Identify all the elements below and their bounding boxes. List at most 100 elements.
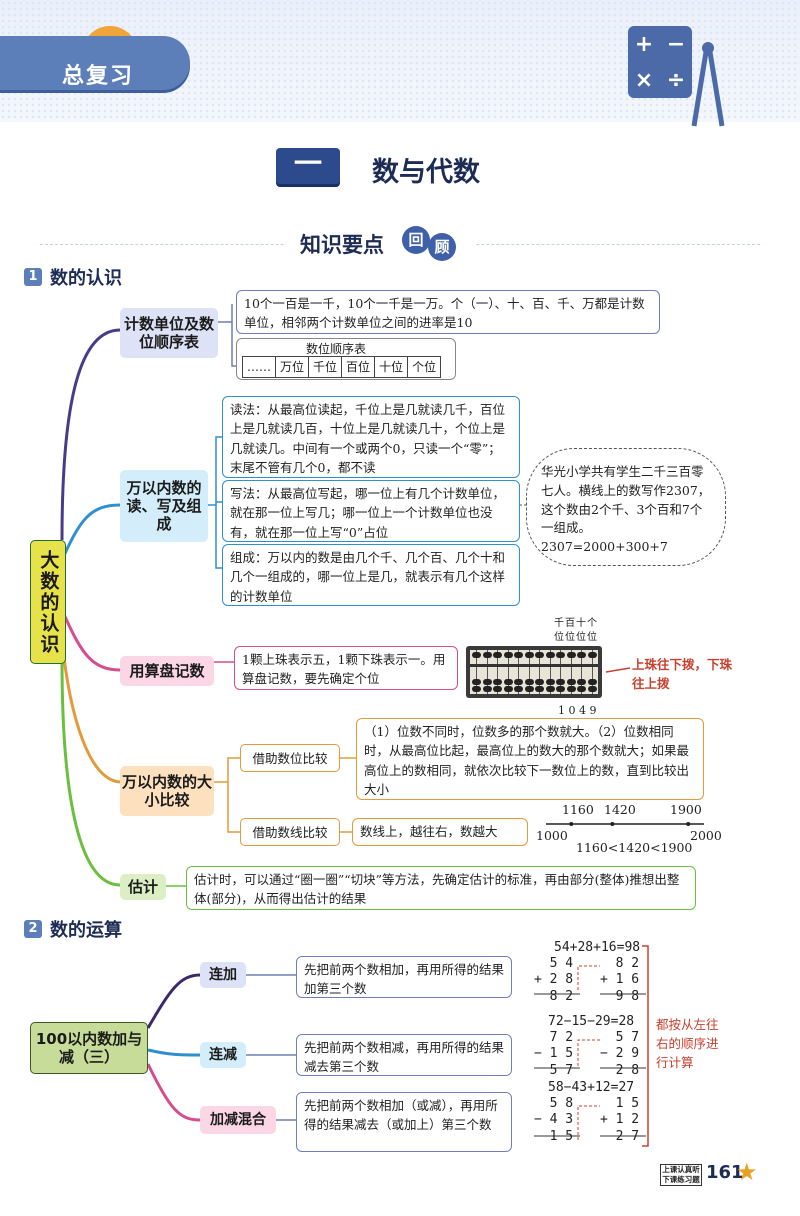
abacus-bead (545, 686, 555, 692)
section-badge-2: 2 (24, 920, 42, 938)
abacus-bead (588, 686, 597, 692)
abacus-rod (518, 650, 520, 694)
abacus-bead (535, 686, 545, 692)
sub-vertical-1: 7 2 − 1 5 5 7 (534, 1030, 574, 1078)
abacus-place-labels-2: 位位位位 (554, 632, 598, 643)
mix-vertical-1: 5 8 − 4 3 1 5 (534, 1096, 574, 1144)
place-value-table: …… 万位 千位 百位 十位 个位 (242, 356, 442, 378)
abacus-bead (566, 679, 576, 685)
footer-motto-line1: 上课认真听 (662, 1165, 700, 1174)
footer-motto: 上课认真听 下课练习题 (660, 1164, 702, 1186)
mix-equation: 58−43+12=27 (548, 1080, 635, 1095)
abacus-note: 上珠往下拨，下珠往上拨 (632, 657, 733, 691)
review-tab (0, 36, 190, 90)
node-consecutive-sub: 连减 (200, 1042, 246, 1068)
consecutive-sub-text: 先把前两个数相减，再用所得的结果减去第三个数 (296, 1034, 512, 1076)
abacus-rod (581, 650, 583, 694)
add-vertical-1: 5 4 + 2 8 8 2 (534, 956, 574, 1004)
place-value-box (236, 338, 456, 380)
node-estimate: 估计 (120, 874, 166, 900)
abacus-bead (472, 686, 481, 692)
compare-digit-text: （1）位数不同时，位数多的那个数就大。（2）位数相同时，从最高位比起，最高位上的… (356, 718, 704, 800)
pv-cell: 十位 (374, 357, 407, 377)
abacus-bead (535, 652, 545, 658)
abacus-bead (577, 679, 587, 685)
abacus-beam (470, 664, 598, 667)
compare-line-text: 数线上，越往右，数越大 (352, 818, 528, 846)
abacus-rod (476, 650, 477, 694)
pv-cell: 千位 (308, 357, 341, 377)
counting-units-text: 10个一百是一千，10个一千是一万。个（一）、十、百、千、万都是计数单位，相邻两… (236, 290, 660, 334)
abacus-rod (570, 650, 572, 694)
divide-symbol: ÷ (666, 67, 686, 93)
number-line-mark (610, 822, 615, 826)
knowledge-title: 知识要点 (300, 233, 384, 257)
footer-motto-line2: 下课练习题 (662, 1175, 700, 1184)
abacus-bead (514, 652, 524, 658)
pv-cell: …… (247, 360, 271, 374)
pv-cell: 百位 (341, 357, 374, 377)
number-line (546, 822, 704, 826)
number-line-start: 1000 (536, 828, 568, 843)
node-read-write: 万以内数的读、写及组成 (120, 470, 208, 542)
page-number: 161 (706, 1162, 744, 1183)
abacus-bead (482, 686, 492, 692)
abacus-rod (507, 650, 509, 694)
reading-rule: 读法：从最高位读起，千位上是几就读几千，百位上是几就读几百，十位上是几就读几十，… (222, 396, 520, 478)
consecutive-add-text: 先把前两个数相加，再用所得的结果加第三个数 (296, 956, 512, 998)
writing-rule: 写法：从最高位写起，哪一位上有几个计数单位，就在那一位上写几；哪一位上一个计数单… (222, 480, 520, 542)
abacus-bead (588, 652, 597, 658)
abacus-bead (514, 679, 524, 685)
abacus-bead (472, 652, 481, 658)
abacus-bead (524, 652, 534, 658)
abacus-bead (524, 679, 534, 685)
compare-digit-node: 借助数位比较 (240, 744, 340, 772)
section-title-2: 数的运算 (50, 920, 122, 941)
abacus-rod (539, 650, 541, 694)
abacus-bead (545, 679, 555, 685)
abacus-bead (472, 679, 481, 685)
abacus-bead (556, 679, 566, 685)
abacus-bead (577, 652, 587, 658)
abacus-bead (503, 686, 513, 692)
unit-title: 数与代数 (372, 157, 480, 188)
number-line-mark (686, 822, 691, 826)
number-line-point: 1900 (670, 802, 702, 817)
node-mixed: 加减混合 (200, 1106, 276, 1134)
mix-vertical-2: 1 5 + 1 2 2 7 (600, 1096, 640, 1144)
compass-icon (691, 42, 725, 127)
abacus-bead (556, 686, 566, 692)
abacus-bead (493, 686, 503, 692)
root-node-operations: 100以内数加与减（三） (30, 1022, 148, 1074)
abacus-bead (493, 679, 503, 685)
example-cloud: 华光小学共有学生二千三百零七人。横线上的数写作2307，这个数由2个千、3个百和… (526, 448, 726, 566)
abacus-bead (482, 652, 492, 658)
plus-symbol: + (634, 31, 654, 57)
node-abacus: 用算盘记数 (120, 656, 214, 686)
section-title-1: 数的认识 (50, 268, 122, 289)
abacus-value: 1 0 4 9 (558, 704, 597, 717)
pv-cell: 万位 (275, 357, 308, 377)
abacus-rod (560, 650, 562, 694)
abacus-bead (482, 679, 492, 685)
node-consecutive-add: 连加 (200, 962, 246, 988)
abacus-place-labels: 千百十个 (554, 618, 598, 629)
abacus-rod (549, 650, 551, 694)
root-node-big-numbers: 大数的认识 (30, 540, 66, 664)
node-compare: 万以内数的大小比较 (120, 766, 214, 816)
abacus-bead (556, 652, 566, 658)
pv-cell: 个位 (407, 357, 440, 377)
abacus-bead (493, 652, 503, 658)
number-line-point: 1420 (604, 802, 636, 817)
add-vertical-2: 8 2 + 1 6 9 8 (600, 956, 640, 1004)
number-line-result: 1160<1420<1900 (576, 840, 693, 855)
review-label: 总复习 (62, 64, 135, 89)
number-line-mark (569, 822, 574, 826)
abacus-bead (524, 686, 534, 692)
abacus-bead (577, 686, 587, 692)
knowledge-circle-2: 顾 (428, 233, 456, 261)
abacus-bead (588, 679, 597, 685)
calc-order-note: 都按从左往右的顺序进行计算 (656, 1017, 719, 1070)
number-line-point: 1160 (562, 802, 594, 817)
abacus-rod (592, 650, 593, 694)
